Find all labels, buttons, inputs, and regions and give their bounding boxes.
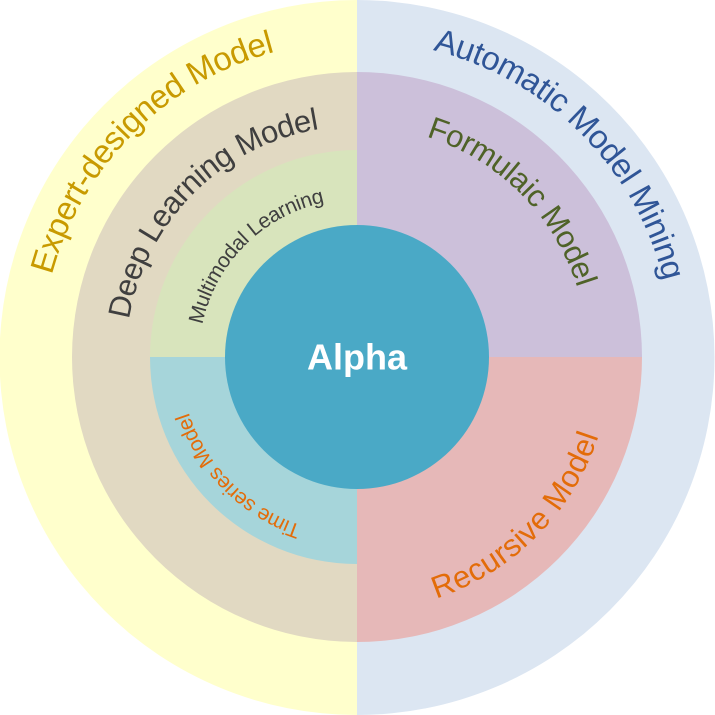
center-label: Alpha	[307, 337, 408, 378]
center-circle	[225, 225, 489, 489]
